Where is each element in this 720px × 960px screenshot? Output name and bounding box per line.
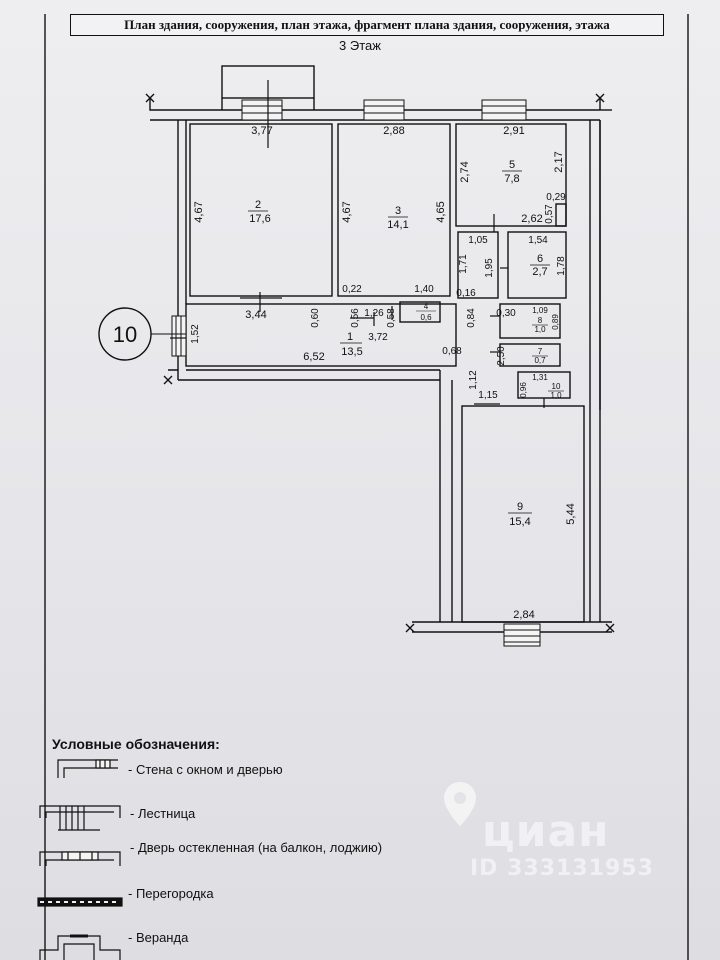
dimension-labels: 3,77 2,88 2,91 4,67 4,67 4,65 2,74 2,17 … — [190, 125, 577, 621]
dim-label: 2,84 — [513, 609, 534, 621]
room-labels: 2 17,6 3 14,1 5 7,8 6 2,7 1 13,5 9 15,4 — [248, 159, 550, 528]
legend-symbols — [37, 759, 123, 960]
dim-label: 1,09 — [532, 306, 548, 315]
map-pin-icon — [444, 782, 476, 826]
room-7-area: 0,7 — [534, 356, 546, 365]
dim-label: 4,65 — [435, 201, 447, 222]
dim-label: 3,72 — [368, 332, 388, 343]
dim-label: 1,78 — [556, 256, 567, 276]
dim-label: 4,67 — [341, 201, 353, 222]
dim-label: 1,54 — [528, 235, 548, 246]
legend-item-veranda: - Веранда — [128, 930, 189, 945]
watermark-id: ID 333131953 — [470, 856, 654, 881]
dim-label: 1,52 — [190, 324, 201, 344]
room-2-area: 17,6 — [249, 213, 270, 225]
dim-label: 3,44 — [245, 309, 266, 321]
floor-label: 3 Этаж — [339, 38, 381, 53]
room-1-number: 1 — [347, 331, 353, 343]
wall-window-door-icon — [57, 759, 118, 778]
dim-label: 1,12 — [468, 370, 479, 390]
room-5-area: 7,8 — [504, 173, 519, 185]
glazed-door-icon — [39, 851, 121, 866]
dim-label: 2,17 — [553, 151, 565, 172]
room-8-area: 1,0 — [534, 325, 546, 334]
dim-label: 1,31 — [532, 373, 548, 382]
room-4-number: 4 — [424, 302, 429, 311]
legend-item-wall: - Стена с окном и дверью — [128, 762, 283, 777]
doors — [170, 80, 545, 408]
watermark-brand: циан — [482, 806, 610, 857]
room-5-number: 5 — [509, 159, 515, 171]
room-1-area: 13,5 — [341, 346, 362, 358]
room-9-area: 15,4 — [509, 516, 530, 528]
room-6-number: 6 — [537, 253, 543, 265]
room-10-area: 1,0 — [550, 391, 562, 400]
windows — [171, 99, 541, 647]
dim-label: 2,74 — [459, 161, 471, 182]
dim-label: 3,77 — [251, 125, 272, 137]
room-10-number: 10 — [552, 382, 561, 391]
dim-label: 0,29 — [546, 192, 566, 203]
dim-label: 0,30 — [496, 308, 516, 319]
dim-label: 1,71 — [458, 254, 469, 274]
legend-item-stairs: - Лестница — [130, 806, 196, 821]
section-marker-number: 10 — [113, 322, 137, 347]
dim-label: 1,95 — [484, 258, 495, 278]
dim-label: 2,88 — [383, 125, 404, 137]
dim-label: 2,62 — [521, 213, 542, 225]
document-title: План здания, сооружения, план этажа, фра… — [70, 14, 664, 36]
dim-label: 0,60 — [310, 308, 321, 328]
dim-label: 6,52 — [303, 351, 324, 363]
dim-label: 5,44 — [565, 503, 577, 524]
dim-label: 0,22 — [342, 284, 362, 295]
dim-label: 0,68 — [442, 346, 462, 357]
dim-label: 1,15 — [478, 390, 498, 401]
legend-item-glazed-door: - Дверь остекленная (на балкон, лоджию) — [130, 840, 383, 855]
dim-label: 4,67 — [193, 201, 205, 222]
dim-label: 0,16 — [456, 288, 476, 299]
dim-label: 0,96 — [519, 382, 528, 398]
room-7-number: 7 — [538, 347, 543, 356]
dim-label: 1,40 — [414, 284, 434, 295]
room-4-area: 0,6 — [420, 313, 432, 322]
dim-label: 0,84 — [466, 308, 477, 328]
room-3-area: 14,1 — [387, 219, 408, 231]
dim-label: 0,89 — [551, 314, 560, 330]
legend-item-partition: - Перегородка — [128, 886, 214, 901]
room-3-number: 3 — [395, 205, 401, 217]
dim-label: 1,26 — [364, 308, 384, 319]
room-8-number: 8 — [538, 316, 543, 325]
dim-label: 2,91 — [503, 125, 524, 137]
walls — [145, 65, 615, 633]
stairs-icon — [39, 805, 121, 831]
room-6-area: 2,7 — [532, 266, 547, 278]
dim-label: 2,50 — [496, 346, 507, 366]
dim-label: 0,57 — [544, 204, 555, 224]
legend-heading: Условные обозначения: — [52, 736, 220, 752]
dim-label: 0,56 — [350, 308, 361, 328]
room-9-number: 9 — [517, 501, 523, 513]
partition-icon — [37, 897, 123, 907]
dim-label: 1,05 — [468, 235, 488, 246]
veranda-icon — [39, 934, 121, 960]
small-room-labels: 4 0,6 8 1,0 7 0,7 10 1,0 — [416, 302, 564, 400]
dim-label: 0,58 — [386, 308, 397, 328]
room-2-number: 2 — [255, 199, 261, 211]
